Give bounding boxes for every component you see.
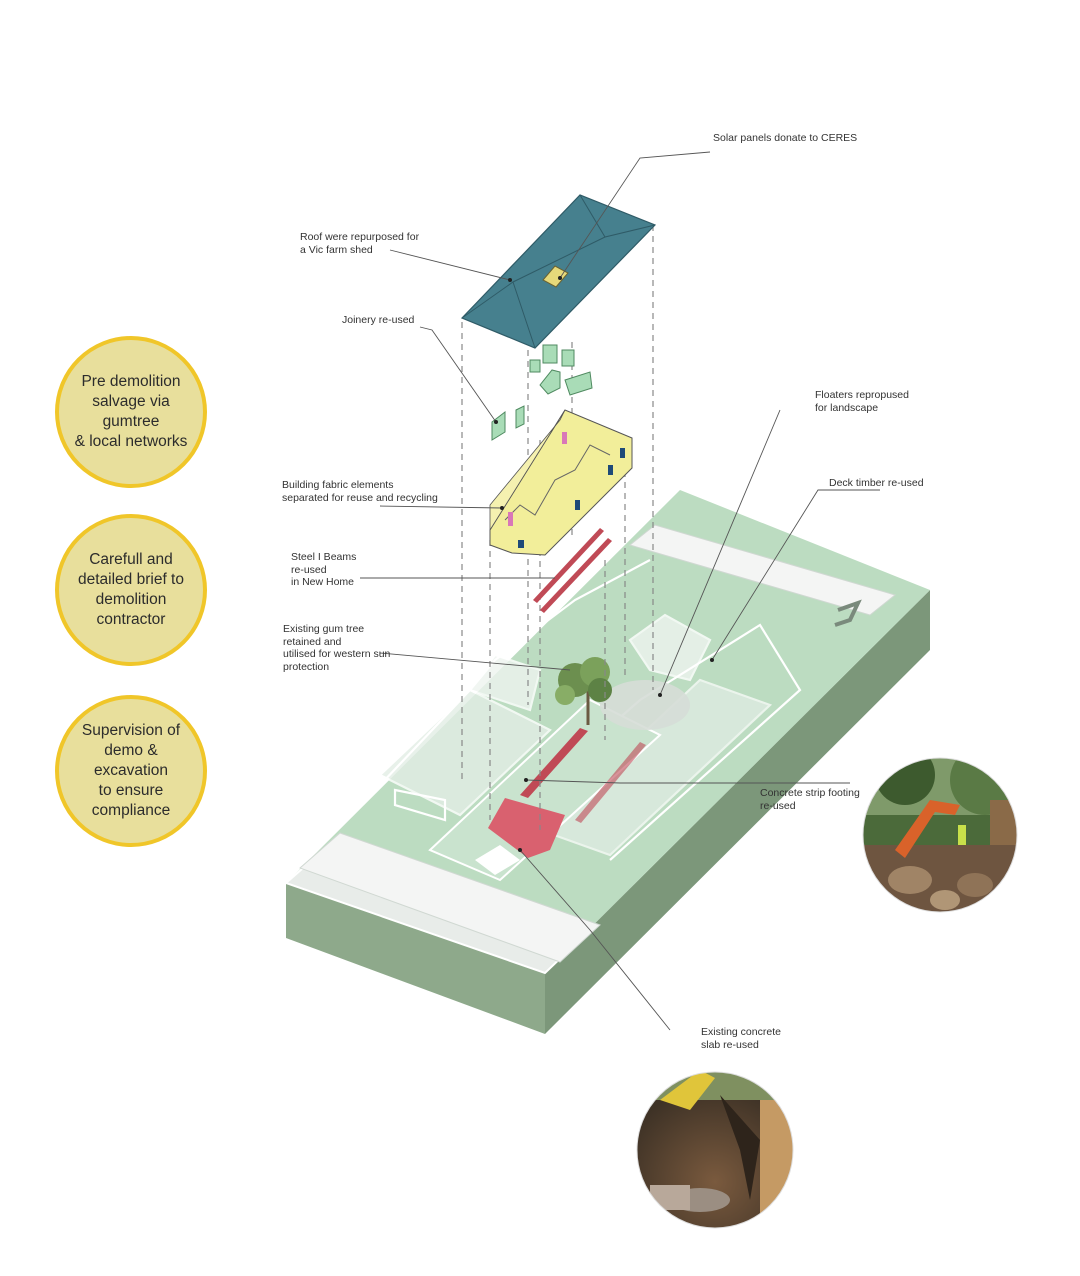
existing-concrete-slab (488, 798, 565, 858)
joinery-piece (542, 344, 558, 364)
building-fabric-shell (489, 409, 633, 556)
leader-lines (360, 151, 880, 1031)
principle-circle-salvage: Pre demolition salvage via gumtree & loc… (55, 336, 207, 488)
window-3 (608, 465, 613, 475)
label-gum-tree: Existing gum tree retained and utilised … (283, 623, 391, 673)
interior-walls (504, 444, 611, 521)
site-block-front-face (286, 883, 545, 1034)
excavator-bucket (660, 1072, 715, 1110)
rear-shed (628, 613, 712, 682)
site-block-side-face (545, 590, 930, 1034)
joinery-piece (491, 410, 506, 441)
gum-tree (555, 657, 612, 725)
footpath (299, 832, 601, 963)
lane-marker (834, 599, 862, 627)
label-deck-timber: Deck timber re-used (829, 477, 924, 489)
joinery-piece (515, 405, 525, 429)
label-solar-panels: Solar panels donate to CERES (713, 132, 858, 144)
label-joinery: Joinery re-used (342, 314, 415, 326)
principle-circle-supervision: Supervision of demo & excavation to ensu… (55, 695, 207, 847)
principle-text: Supervision of demo & excavation to ensu… (81, 722, 181, 819)
label-strip-footing: Concrete strip footing re-used (760, 787, 860, 812)
label-floaters: Floaters repropused for landscape (815, 389, 909, 414)
label-steel-beams: Steel I Beams re-used in New Home (291, 551, 357, 588)
joinery-piece (539, 369, 561, 395)
solar-panels (542, 265, 569, 288)
excavation-trench-photo (637, 1072, 793, 1228)
joinery-piece (561, 349, 575, 367)
laneway (628, 524, 897, 616)
joinery-piece (529, 359, 541, 373)
principle-circle-brief: Carefull and detailed brief to demolitio… (55, 514, 207, 666)
principle-text: Pre demolition salvage via gumtree & loc… (74, 373, 188, 450)
steel-beam-2 (540, 538, 612, 613)
window-2 (575, 500, 580, 510)
steel-beam-1 (533, 528, 604, 603)
excavator-arm (895, 800, 960, 858)
label-concrete-slab: Existing concrete slab re-used (701, 1026, 781, 1051)
worker (958, 825, 966, 845)
joinery-piece (564, 371, 593, 396)
window-1 (518, 540, 524, 548)
roof (460, 194, 657, 349)
paved-circle (600, 680, 690, 730)
neighbour-houses (344, 559, 802, 861)
label-roof: Roof were repurposed for a Vic farm shed (300, 231, 420, 256)
boundary-fence-left (344, 559, 651, 823)
joinery-pieces (491, 344, 593, 441)
principle-text: Carefull and detailed brief to demolitio… (78, 551, 184, 628)
label-building-fabric: Building fabric elements separated for r… (282, 479, 438, 504)
leader-dots (494, 276, 714, 852)
front-gate-slab (475, 845, 520, 875)
left-neighbour-wing (393, 788, 447, 822)
steel-i-beams (533, 528, 612, 613)
door-pink-1 (508, 512, 513, 526)
left-neighbour-house (378, 688, 552, 817)
lot-garden (428, 698, 662, 882)
excavator-photo (863, 758, 1017, 912)
door-pink-2 (562, 432, 567, 444)
building-fabric (489, 409, 633, 556)
window-4 (620, 448, 625, 458)
